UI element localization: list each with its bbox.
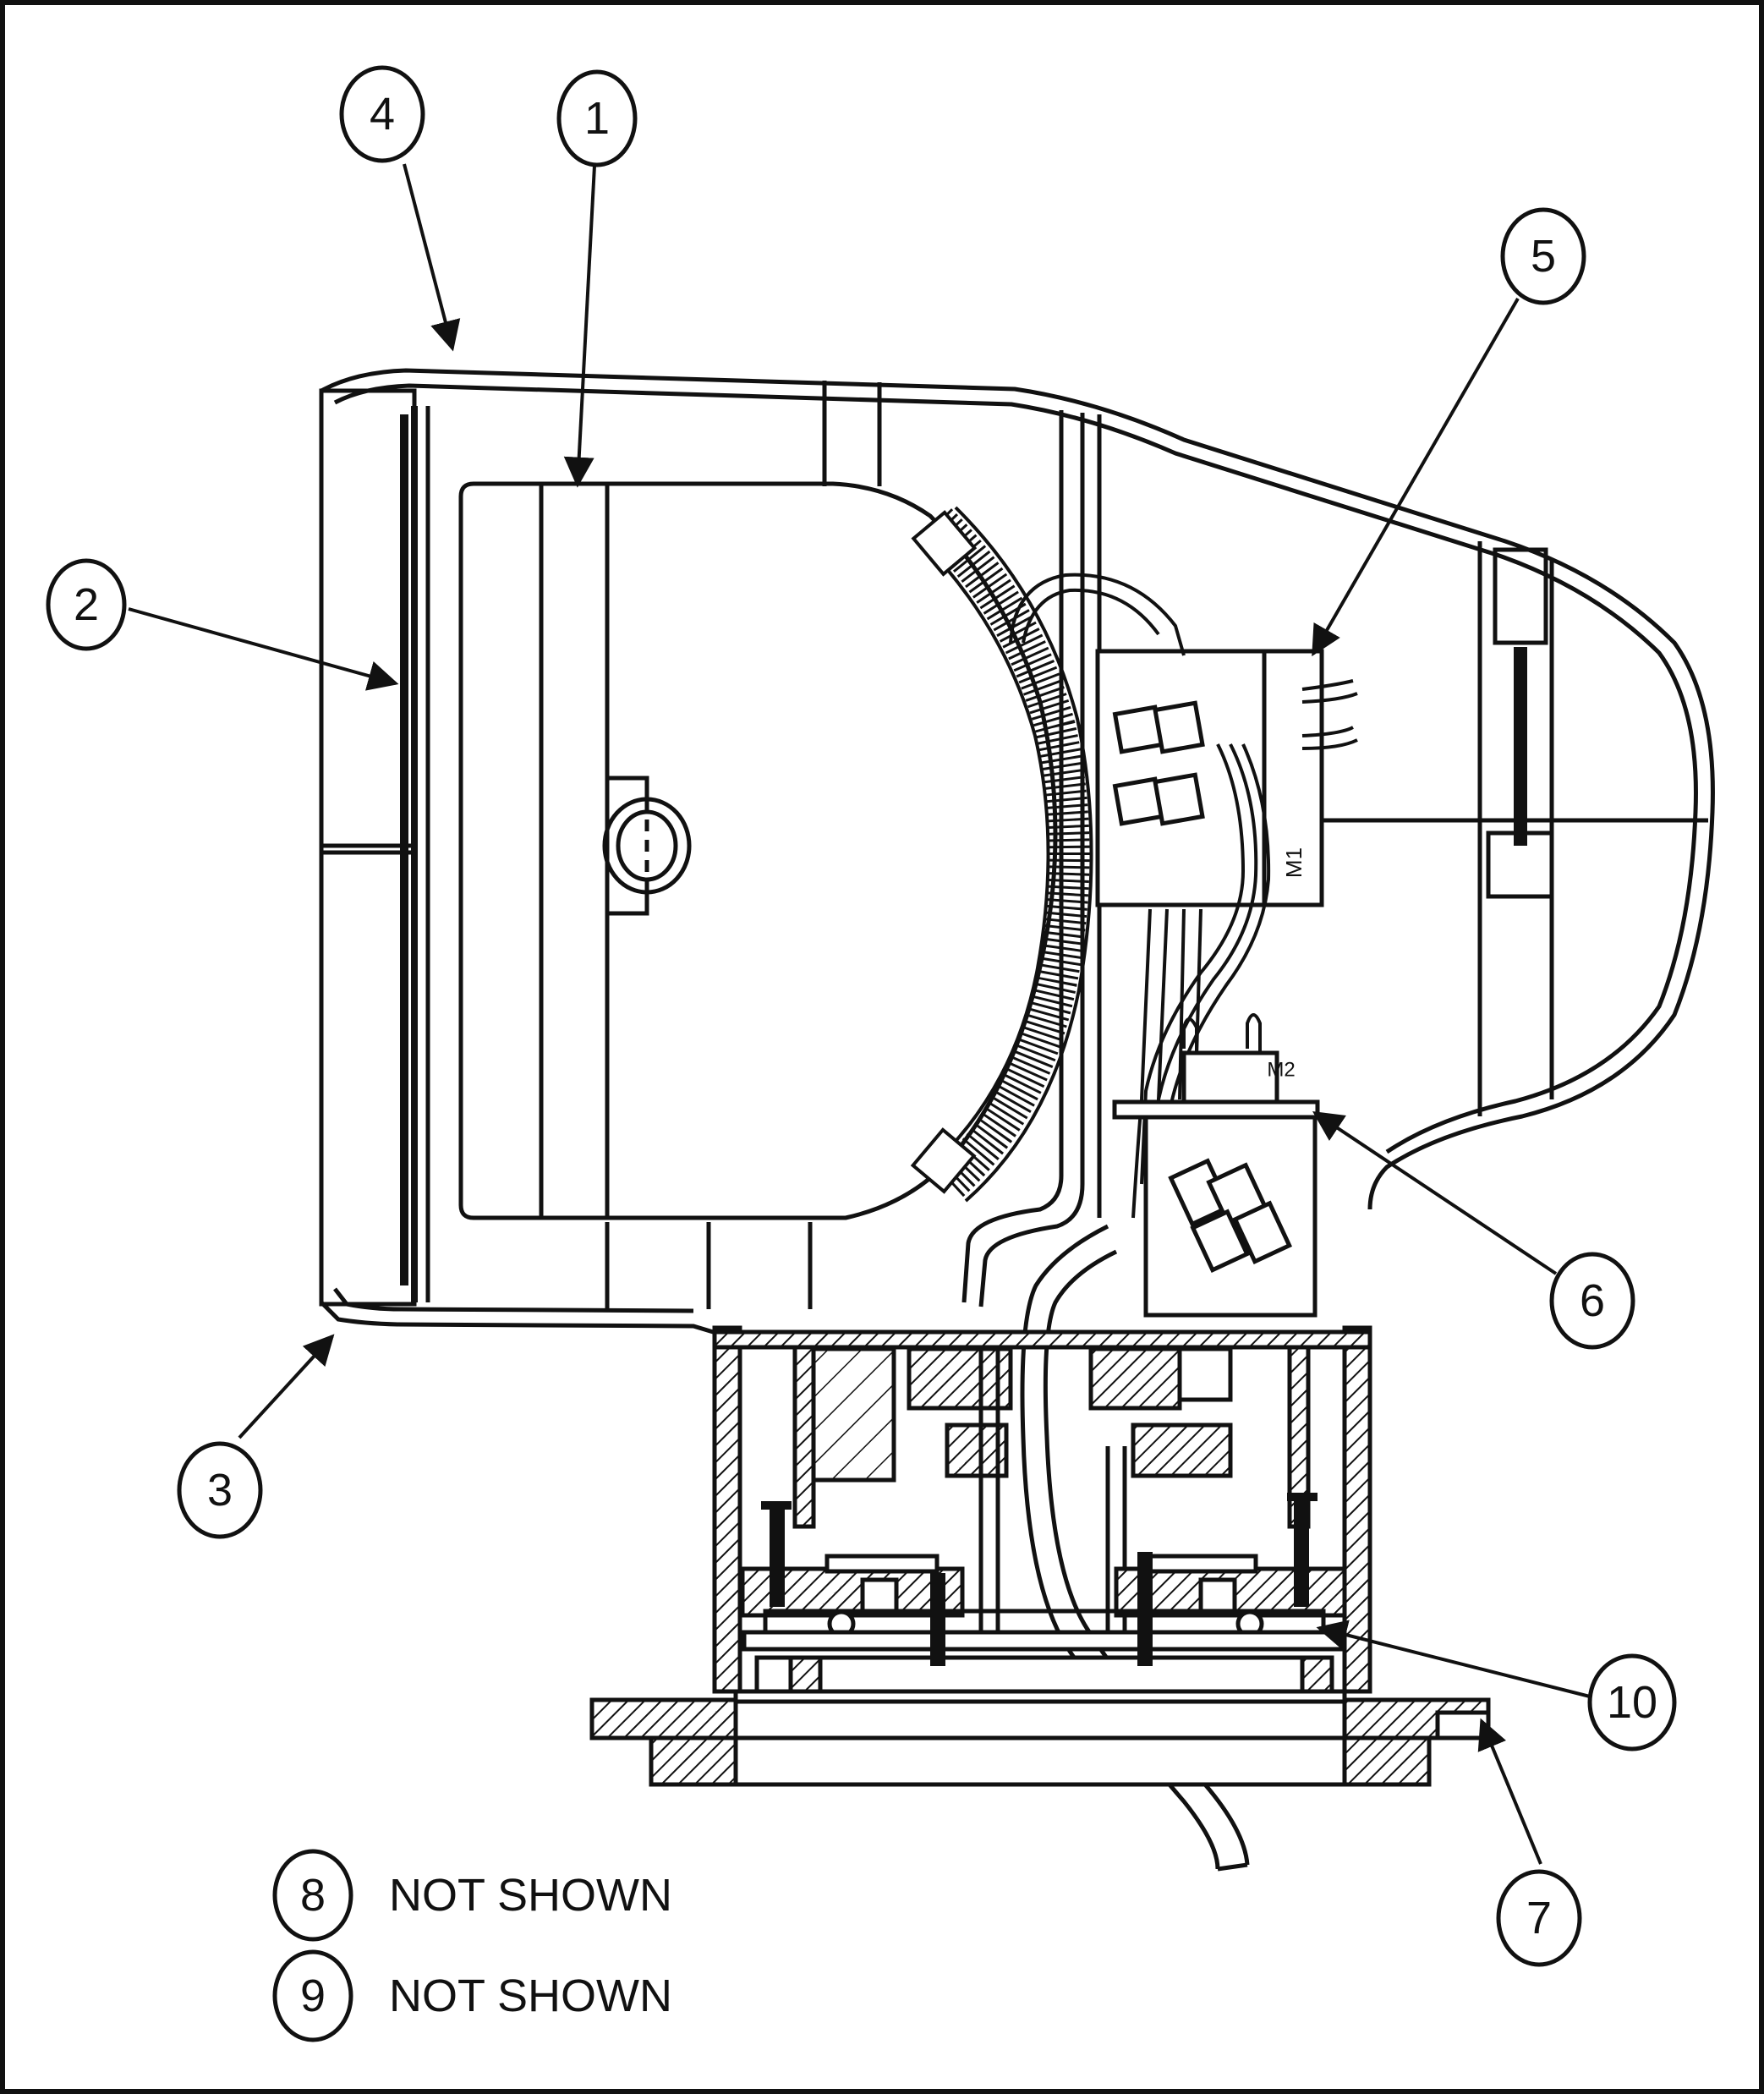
callout-6: 6 <box>1549 1252 1635 1350</box>
gear-sector <box>910 506 1093 1203</box>
callout-2: 2 <box>46 558 127 651</box>
svg-text:5: 5 <box>1531 231 1556 282</box>
callout-10: 10 <box>1587 1653 1677 1751</box>
terminal-block-upper <box>1095 649 1324 907</box>
svg-text:NOT SHOWN: NOT SHOWN <box>389 1870 672 1921</box>
legend-item-8: 8 NOT SHOWN <box>272 1849 672 1942</box>
terminal-block-upper-stamp: M1 <box>1281 847 1307 878</box>
mounting-bolts <box>761 1493 1318 1666</box>
svg-text:3: 3 <box>207 1465 233 1516</box>
svg-text:10: 10 <box>1607 1677 1657 1728</box>
svg-text:6: 6 <box>1580 1275 1605 1326</box>
adjusting-rod <box>1514 647 1527 846</box>
callout-leaders <box>128 163 1591 1865</box>
svg-text:9: 9 <box>300 1971 326 2021</box>
legend-item-9: 9 NOT SHOWN <box>272 1949 672 2042</box>
svg-text:2: 2 <box>74 579 99 630</box>
callout-5: 5 <box>1500 207 1586 305</box>
svg-text:8: 8 <box>300 1870 326 1921</box>
terminal-block-lower <box>1112 1050 1320 1318</box>
callout-3: 3 <box>177 1441 263 1539</box>
housing <box>319 368 1715 1339</box>
callout-1: 1 <box>556 69 638 167</box>
svg-text:NOT SHOWN: NOT SHOWN <box>389 1971 672 2021</box>
callout-7: 7 <box>1496 1869 1582 1967</box>
terminal-block-lower-stamp: M2 <box>1267 1059 1295 1082</box>
callout-4: 4 <box>339 65 425 163</box>
svg-text:4: 4 <box>370 89 395 140</box>
svg-text:1: 1 <box>584 93 610 144</box>
pedestal-base <box>589 1325 1491 1787</box>
svg-text:7: 7 <box>1526 1893 1552 1943</box>
